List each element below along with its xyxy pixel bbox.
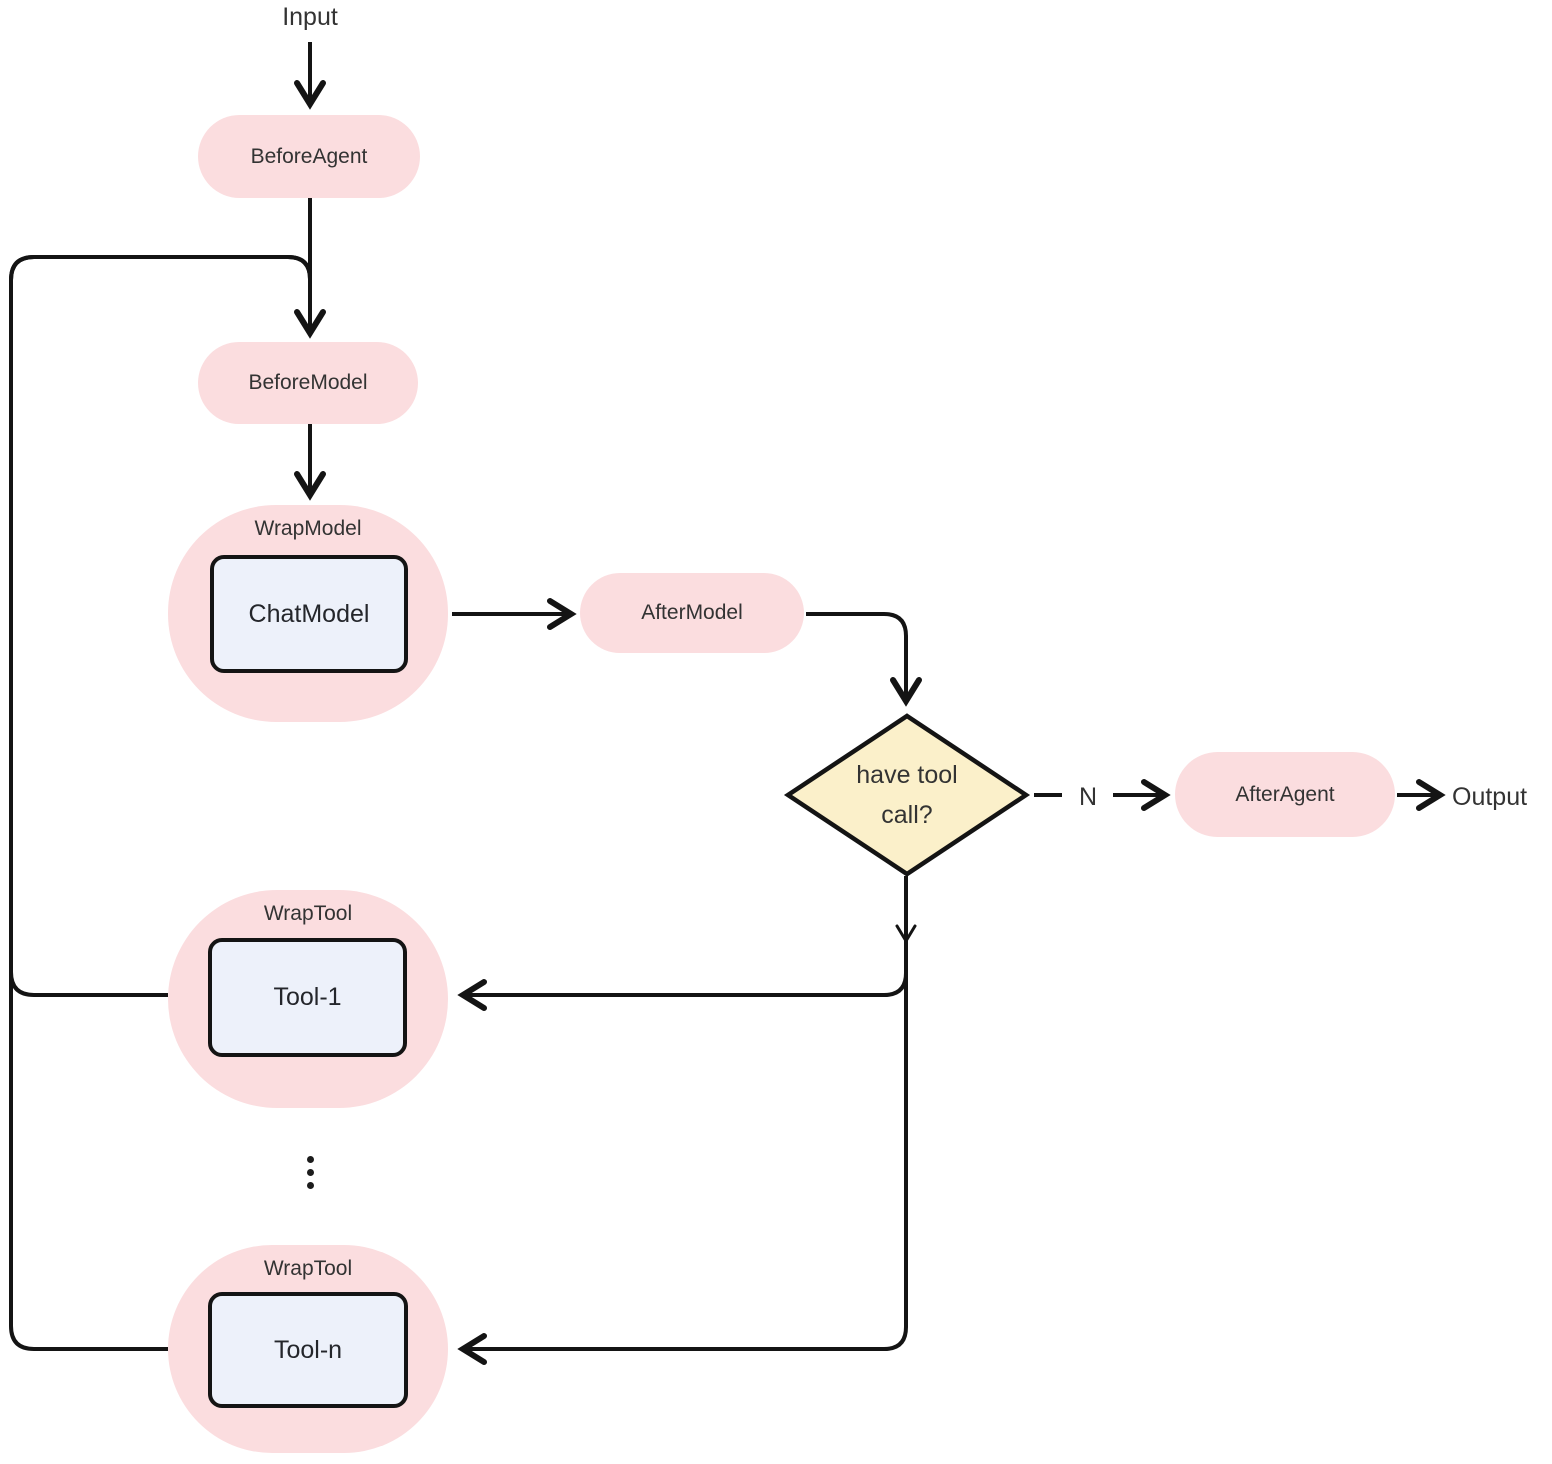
more-tools-ellipsis-icon xyxy=(303,1156,317,1189)
edge-aftermodel-to-decision xyxy=(806,612,922,707)
node-before-agent-label: BeforeAgent xyxy=(250,144,368,168)
node-decision-label: have tool call? xyxy=(856,761,958,829)
edge-decision-to-tool1 xyxy=(457,876,908,1011)
ellipsis-dot xyxy=(306,1169,314,1176)
n-branch-label: N xyxy=(1078,783,1098,811)
ellipsis-dot xyxy=(306,1182,314,1189)
node-wrap-tool-1-label: WrapTool xyxy=(263,902,353,925)
decision-diamond xyxy=(783,713,1031,877)
node-tool-n: Tool-n xyxy=(208,1292,408,1408)
node-tool-1-label: Tool-1 xyxy=(273,983,342,1011)
node-tool-1: Tool-1 xyxy=(208,938,407,1057)
node-wrap-model-label: WrapModel xyxy=(254,517,362,540)
input-label: Input xyxy=(282,3,338,31)
node-after-model: AfterModel xyxy=(580,573,804,653)
node-wrap-tool-n: WrapTool Tool-n xyxy=(168,1245,448,1453)
output-label: Output xyxy=(1452,783,1528,811)
node-chat-model-label: ChatModel xyxy=(248,599,370,628)
node-after-agent-label: AfterAgent xyxy=(1235,782,1335,806)
node-tool-n-label: Tool-n xyxy=(273,1335,343,1364)
edge-tooln-loopback xyxy=(9,255,312,1351)
edge-decision-to-tooln xyxy=(457,876,908,1365)
node-after-model-label: AfterModel xyxy=(641,601,743,624)
node-after-agent: AfterAgent xyxy=(1175,752,1395,837)
node-before-agent: BeforeAgent xyxy=(198,115,420,198)
node-before-model: BeforeModel xyxy=(198,342,418,424)
ellipsis-dot xyxy=(306,1156,314,1163)
node-before-model-label: BeforeModel xyxy=(248,371,368,394)
node-wrap-model: WrapModel ChatModel xyxy=(168,505,448,722)
node-wrap-tool-1: WrapTool Tool-1 xyxy=(168,890,448,1108)
node-wrap-tool-n-label: WrapTool xyxy=(263,1257,353,1280)
edge-mid-arrow-chevron xyxy=(895,924,917,944)
node-chat-model: ChatModel xyxy=(210,555,408,673)
